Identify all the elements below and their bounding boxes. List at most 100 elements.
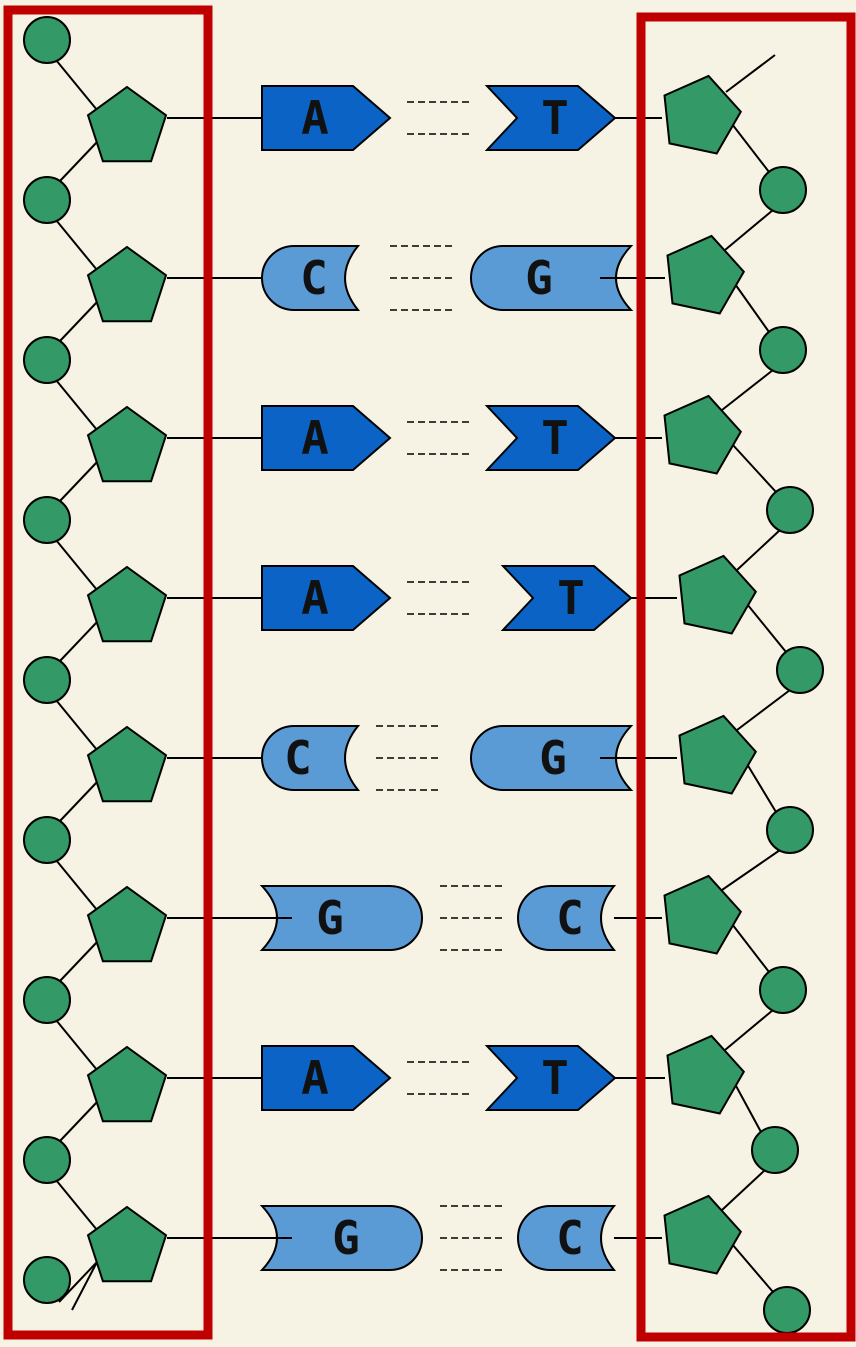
phosphate-circle [23,16,71,64]
base-letter: A [301,91,329,145]
backbone-bond [58,1101,98,1143]
left-strand-frame [3,5,213,1340]
phosphate-circle [763,1286,811,1334]
backbone-bond [725,54,776,93]
backbone-bond [721,1169,766,1211]
backbone-bond [736,529,781,571]
base-letter: G [539,731,567,785]
base-letter: C [300,251,328,305]
phosphate-circle [23,336,71,384]
base-letter: A [301,571,329,625]
phosphate-circle [751,1126,799,1174]
backbone-bond [71,1261,98,1311]
guanine-base [259,1205,423,1271]
deoxyribose-pentagon [86,725,168,803]
adenine-base [261,405,392,471]
backbone-bond [721,369,774,411]
phosphate-circle [23,1136,71,1184]
backbone-bond [58,301,98,343]
cytosine-base [517,885,617,951]
base-letter: C [556,891,584,945]
deoxyribose-pentagon [86,1205,168,1283]
thymine-base [484,1045,617,1111]
cytosine-base [517,1205,617,1271]
phosphate-circle [23,976,71,1024]
base-letter: G [525,251,553,305]
cytosine-base [261,245,361,311]
right-strand-frame [636,12,856,1342]
backbone-bond [746,763,777,813]
deoxyribose-pentagon [86,405,168,483]
deoxyribose-pentagon [678,554,758,635]
deoxyribose-pentagon [663,874,743,955]
backbone-bond [55,379,98,431]
backbone-bond [734,1083,762,1133]
phosphate-circle [759,966,807,1014]
backbone-bond [731,923,770,973]
deoxyribose-pentagon [86,565,168,643]
phosphate-circle [23,176,71,224]
backbone-bond [55,539,98,591]
deoxyribose-pentagon [666,234,746,315]
base-letter: G [332,1211,360,1265]
base-letter: A [301,1051,329,1105]
phosphate-circle [23,1256,71,1304]
backbone-bond [746,603,787,653]
deoxyribose-pentagon [663,394,743,475]
backbone-bond [55,699,98,751]
base-letter: G [316,891,344,945]
backbone-bond [55,59,98,111]
phosphate-circle [759,326,807,374]
deoxyribose-pentagon [678,714,758,795]
backbone-bond [55,859,98,911]
backbone-bond [731,1243,774,1293]
deoxyribose-pentagon [86,85,168,163]
guanine-base [259,885,423,951]
adenine-base [261,1045,392,1111]
backbone-bond [58,781,98,823]
phosphate-circle [23,656,71,704]
base-letter: T [541,1051,569,1105]
backbone-bond [734,283,770,333]
deoxyribose-pentagon [86,885,168,963]
backbone-bond [724,1009,774,1051]
guanine-base [470,725,634,791]
phosphate-circle [23,496,71,544]
thymine-base [484,85,617,151]
base-letter: C [556,1211,584,1265]
deoxyribose-pentagon [86,245,168,323]
base-letter: T [541,411,569,465]
backbone-bond [724,209,774,251]
phosphate-circle [776,646,824,694]
phosphate-circle [23,816,71,864]
backbone-bond [55,1019,98,1071]
phosphate-circle [766,486,814,534]
backbone-bond [731,443,777,493]
base-letter: A [301,411,329,465]
adenine-base [261,565,392,631]
phosphate-circle [766,806,814,854]
backbone-bond [55,1179,98,1231]
base-letter: T [541,91,569,145]
deoxyribose-pentagon [663,74,743,155]
backbone-bond [721,849,781,891]
backbone-bond [58,621,98,663]
guanine-base [470,245,634,311]
deoxyribose-pentagon [86,1045,168,1123]
phosphate-circle [759,166,807,214]
base-letter: T [557,571,585,625]
backbone-bond [58,941,98,983]
backbones [23,16,824,1334]
backbone-bond [55,219,98,271]
backbone-bond [58,141,98,183]
backbone-bond [736,689,791,731]
deoxyribose-pentagon [666,1034,746,1115]
cytosine-base [261,725,361,791]
backbone-bond [58,461,98,503]
thymine-base [500,565,633,631]
thymine-base [484,405,617,471]
deoxyribose-pentagon [663,1194,743,1275]
